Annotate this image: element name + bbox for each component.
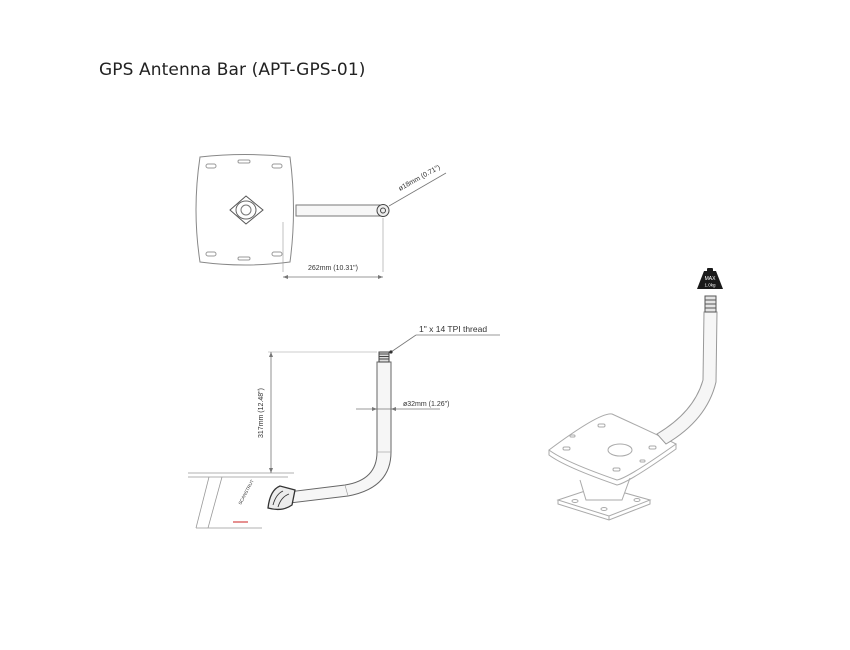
- brand-mark: SCANSTRUT: [237, 479, 254, 506]
- side-view: [188, 334, 500, 529]
- antenna-bar-top: [295, 204, 383, 217]
- antenna-tube-side: [287, 361, 392, 504]
- base-clamp: [267, 485, 296, 511]
- thread-top: [378, 351, 390, 363]
- base-plate-top: [195, 154, 294, 266]
- thread-leader: [390, 334, 417, 353]
- height-label: 317mm (12.48"): [258, 388, 265, 438]
- mount-column: [579, 477, 631, 501]
- weight-icon: [697, 271, 723, 289]
- mounting-slots-iso: [562, 423, 657, 472]
- max-load-label: MAX: [705, 276, 717, 282]
- tube-diameter-label: ø32mm (1.26"): [403, 401, 449, 408]
- page-title: GPS Antenna Bar (APT-GPS-01): [99, 60, 366, 80]
- thread-iso: [704, 295, 717, 313]
- central-boss: [229, 195, 264, 225]
- thread-label: 1" x 14 TPI thread: [419, 324, 487, 334]
- bar-end-cap: [376, 204, 390, 217]
- bar-diameter-leader: [388, 172, 447, 207]
- antenna-tube-iso: [656, 311, 718, 445]
- mounting-slots-top: [205, 159, 283, 261]
- top-view: [195, 154, 447, 279]
- isometric-view: [548, 295, 718, 521]
- max-load-value: 1.0kg: [704, 283, 716, 288]
- max-load-badge: MAX 1.0kg: [697, 268, 723, 289]
- bar-length-label: 262mm (10.31"): [308, 265, 358, 272]
- mounting-surface: [188, 472, 294, 529]
